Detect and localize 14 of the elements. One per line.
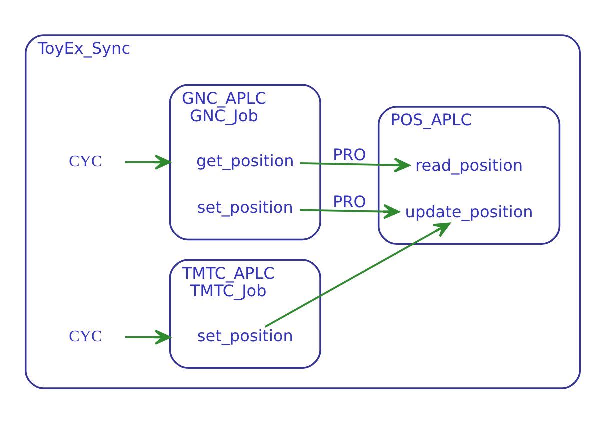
arrow bbox=[125, 154, 172, 170]
edge-label: PRO bbox=[332, 192, 366, 211]
arrow bbox=[264, 222, 451, 328]
node-text: CYC bbox=[69, 328, 102, 346]
node-text: get_position bbox=[196, 150, 294, 170]
node-text: read_position bbox=[415, 155, 524, 174]
node-text: set_position bbox=[197, 326, 294, 346]
arrow bbox=[125, 329, 172, 344]
edge-label: PRO bbox=[332, 145, 366, 164]
node-text: update_position bbox=[405, 202, 534, 222]
node-text: set_position bbox=[197, 198, 294, 217]
arrow bbox=[300, 204, 400, 219]
arrow bbox=[300, 157, 410, 172]
node-text: CYC bbox=[69, 152, 102, 170]
